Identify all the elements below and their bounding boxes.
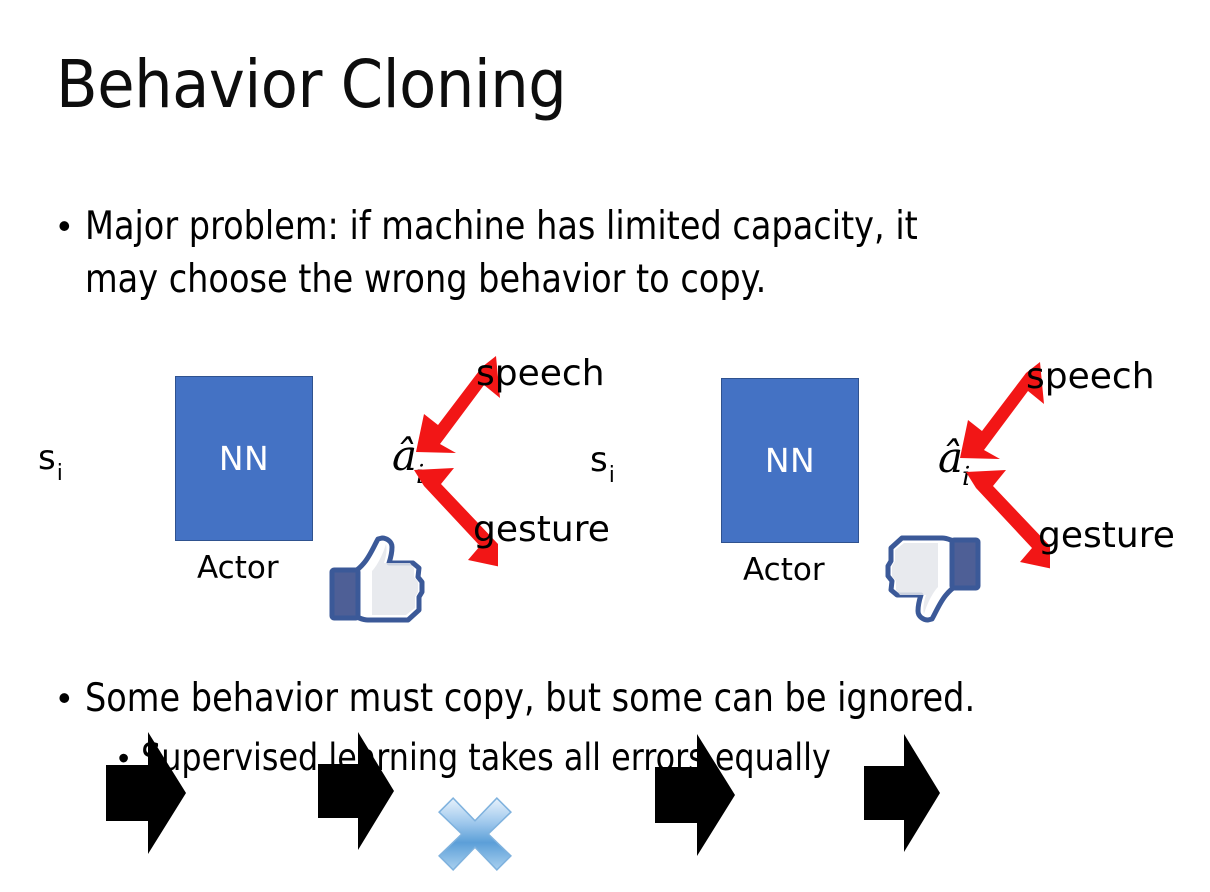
bullet-top-text: Major problem: if machine has limited ca…: [84, 204, 918, 302]
gesture-label-right: gesture: [1038, 515, 1175, 556]
action-label-right: âi: [938, 437, 971, 491]
output-arrow-icon-left: [318, 732, 394, 850]
state-symbol: s: [590, 440, 608, 480]
state-label-right: si: [590, 440, 615, 488]
action-subscript: i: [962, 462, 971, 493]
bullet-bottom-level1-text: Some behavior must copy, but some can be…: [84, 676, 975, 721]
bullet-bottom-level2-text: Supervised learning takes all errors equ…: [141, 736, 832, 779]
page-title: Behavior Cloning: [56, 46, 567, 123]
bullet-marker-icon: •: [118, 740, 130, 776]
bullet-bottom-level2: • Supervised learning takes all errors e…: [118, 733, 1198, 783]
actor-label-right: Actor: [743, 552, 825, 588]
actor-label-left: Actor: [197, 550, 279, 586]
state-symbol: s: [38, 438, 56, 478]
state-subscript: i: [608, 462, 615, 488]
thumbs-up-icon-left: [329, 535, 425, 623]
bullet-bottom-level1: • Some behavior must copy, but some can …: [58, 672, 1188, 725]
nn-box-left: NN: [175, 376, 313, 541]
bullet-marker-icon: •: [58, 205, 71, 246]
nn-box-label-left: NN: [218, 439, 270, 478]
gesture-label-left: gesture: [473, 509, 610, 550]
bullet-top: • Major problem: if machine has limited …: [58, 200, 1158, 306]
nn-box-label-right: NN: [764, 441, 816, 480]
diagram-right: si NN Actor âi speech: [560, 338, 1175, 856]
bullet-marker-icon: •: [58, 677, 71, 718]
state-subscript: i: [56, 460, 63, 486]
speech-arrow-icon-left: [416, 356, 500, 453]
gesture-arrow-icon-left: [414, 468, 498, 567]
input-arrow-icon-right: [655, 734, 735, 856]
thumbs-down-icon-right: [885, 535, 981, 623]
action-symbol: â: [392, 431, 418, 480]
input-arrow-icon-left: [106, 732, 186, 854]
cross-out-icon-left: [438, 797, 512, 871]
state-label-left: si: [38, 438, 63, 486]
gesture-arrow-icon-right: [966, 470, 1050, 569]
nn-box-right: NN: [721, 378, 859, 543]
output-arrow-icon-right: [864, 734, 940, 852]
speech-label-left: speech: [476, 353, 605, 394]
diagram-left: si NN Actor â i speech: [8, 338, 610, 871]
speech-label-right: speech: [1026, 356, 1155, 397]
speech-arrow-icon-right: [960, 362, 1044, 459]
action-symbol: â: [938, 433, 964, 482]
